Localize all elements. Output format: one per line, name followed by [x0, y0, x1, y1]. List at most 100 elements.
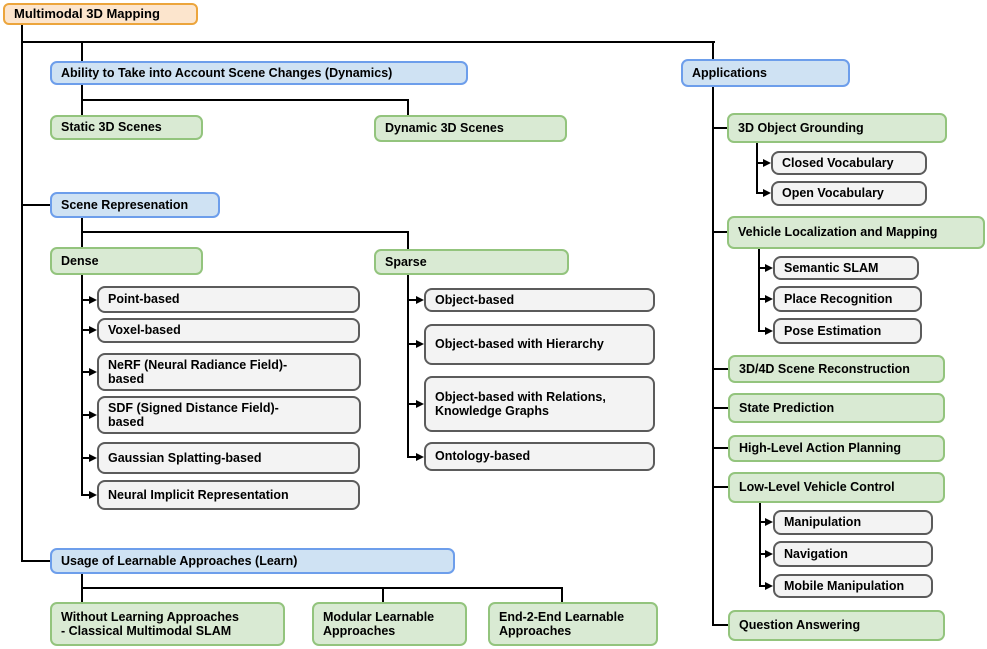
arrowhead-icon [89, 326, 97, 334]
node-modular-learnable: Modular Learnable Approaches [312, 602, 467, 646]
connector-line [81, 329, 91, 331]
connector-line [712, 486, 728, 488]
connector-line [712, 41, 714, 60]
node-low-level-vehicle-control: Low-Level Vehicle Control [728, 472, 945, 503]
node-place-recognition: Place Recognition [773, 286, 922, 312]
connector-line [712, 624, 728, 626]
arrowhead-icon [765, 582, 773, 590]
connector-line [407, 403, 417, 405]
connector-line [81, 218, 83, 232]
connector-line [759, 553, 766, 555]
connector-line [712, 368, 728, 370]
node-open-vocabulary: Open Vocabulary [771, 181, 927, 206]
connector-line [407, 456, 417, 458]
node-static-3d-scenes: Static 3D Scenes [50, 115, 203, 140]
connector-line [756, 162, 764, 164]
arrowhead-icon [89, 454, 97, 462]
connector-line [407, 275, 409, 458]
node-point-based: Point-based [97, 286, 360, 313]
arrowhead-icon [765, 550, 773, 558]
node-without-learning: Without Learning Approaches - Classical … [50, 602, 285, 646]
node-sdf-based: SDF (Signed Distance Field)- based [97, 396, 361, 434]
node-high-level-action-planning: High-Level Action Planning [728, 435, 945, 462]
connector-line [81, 573, 83, 588]
node-navigation: Navigation [773, 541, 933, 567]
connector-line [561, 587, 563, 603]
node-object-based-relations: Object-based with Relations, Knowledge G… [424, 376, 655, 432]
node-applications: Applications [681, 59, 850, 87]
connector-line [81, 231, 409, 233]
connector-line [21, 41, 715, 43]
node-3d-object-grounding: 3D Object Grounding [727, 113, 947, 143]
connector-line [758, 267, 766, 269]
connector-line [712, 447, 728, 449]
node-end2end-learnable: End-2-End Learnable Approaches [488, 602, 658, 646]
node-closed-vocabulary: Closed Vocabulary [771, 151, 927, 175]
node-scene-changes-dynamics: Ability to Take into Account Scene Chang… [50, 61, 468, 85]
node-vehicle-localization-mapping: Vehicle Localization and Mapping [727, 216, 985, 249]
node-scene-reconstruction: 3D/4D Scene Reconstruction [728, 355, 945, 383]
node-mobile-manipulation: Mobile Manipulation [773, 574, 933, 598]
arrowhead-icon [763, 159, 771, 167]
arrowhead-icon [89, 368, 97, 376]
arrowhead-icon [89, 296, 97, 304]
node-state-prediction: State Prediction [728, 393, 945, 423]
connector-line [407, 231, 409, 250]
node-semantic-slam: Semantic SLAM [773, 256, 919, 280]
node-object-based: Object-based [424, 288, 655, 312]
connector-line [712, 87, 714, 626]
arrowhead-icon [416, 400, 424, 408]
arrowhead-icon [416, 340, 424, 348]
node-object-based-hierarchy: Object-based with Hierarchy [424, 324, 655, 365]
node-neural-implicit-representation: Neural Implicit Representation [97, 480, 360, 510]
connector-line [758, 249, 760, 332]
arrowhead-icon [416, 296, 424, 304]
node-manipulation: Manipulation [773, 510, 933, 535]
connector-line [81, 414, 91, 416]
connector-line [407, 99, 409, 116]
arrowhead-icon [416, 453, 424, 461]
connector-line [759, 521, 766, 523]
connector-line [81, 275, 83, 496]
connector-line [407, 343, 417, 345]
connector-line [756, 192, 764, 194]
connector-line [81, 587, 563, 589]
node-ontology-based: Ontology-based [424, 442, 655, 471]
connector-line [712, 231, 727, 233]
node-learnable-approaches: Usage of Learnable Approaches (Learn) [50, 548, 455, 574]
connector-line [81, 457, 91, 459]
node-scene-representation: Scene Represenation [50, 192, 220, 218]
node-nerf-based: NeRF (Neural Radiance Field)- based [97, 353, 361, 391]
arrowhead-icon [765, 518, 773, 526]
arrowhead-icon [765, 264, 773, 272]
connector-line [21, 25, 23, 561]
node-dense: Dense [50, 247, 203, 275]
arrowhead-icon [765, 327, 773, 335]
connector-line [81, 99, 409, 101]
connector-line [21, 204, 51, 206]
connector-line [81, 494, 91, 496]
connector-line [712, 407, 728, 409]
connector-line [712, 127, 727, 129]
connector-line [81, 85, 83, 100]
connector-line [21, 560, 51, 562]
connector-line [759, 585, 766, 587]
arrowhead-icon [763, 189, 771, 197]
arrowhead-icon [765, 295, 773, 303]
connector-line [407, 299, 417, 301]
connector-line [81, 231, 83, 249]
connector-line [81, 371, 91, 373]
connector-line [81, 587, 83, 603]
arrowhead-icon [89, 411, 97, 419]
connector-line [759, 503, 761, 587]
node-question-answering: Question Answering [728, 610, 945, 641]
node-multimodal-3d-mapping: Multimodal 3D Mapping [3, 3, 198, 25]
arrowhead-icon [89, 491, 97, 499]
connector-line [81, 99, 83, 116]
node-dynamic-3d-scenes: Dynamic 3D Scenes [374, 115, 567, 142]
node-sparse: Sparse [374, 249, 569, 275]
connector-line [756, 143, 758, 194]
connector-line [382, 587, 384, 603]
connector-line [758, 330, 766, 332]
